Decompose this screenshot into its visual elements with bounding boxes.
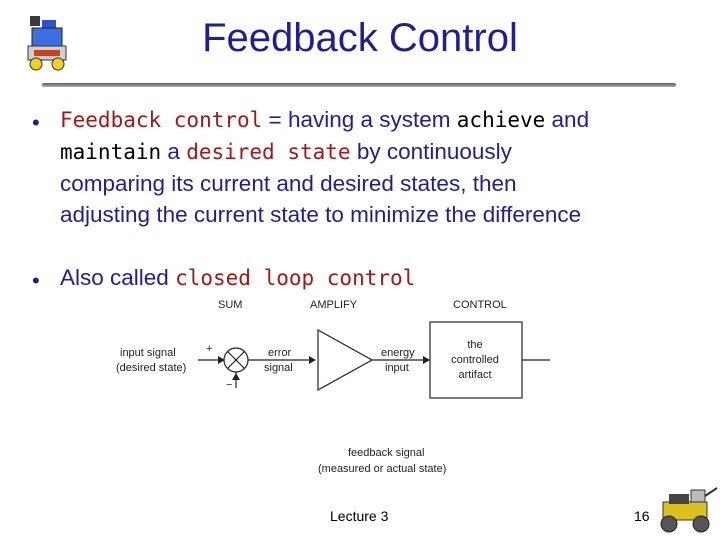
label-desired-state: (desired state): [116, 362, 186, 374]
robot-logo-top: [24, 14, 70, 79]
term-maintain: maintain: [60, 140, 162, 164]
amplifier-triangle: [317, 328, 374, 392]
label-energy-input: input: [385, 362, 409, 374]
slide-title: Feedback Control: [202, 16, 518, 60]
term-achieve: achieve: [456, 108, 546, 132]
bullet-marker: •: [32, 268, 40, 293]
label-input-signal: input signal: [120, 347, 176, 359]
term-desired-state: desired state: [186, 140, 351, 164]
label-error: error: [268, 347, 292, 359]
bullet-1-line-4: adjusting the current state to minimize …: [60, 202, 582, 227]
term-closed-loop-control: closed loop control: [175, 266, 416, 290]
label-measured-state: (measured or actual state): [318, 463, 446, 475]
robot-icon: [27, 16, 67, 71]
bullet-marker: •: [32, 110, 40, 135]
footer-page-number: 16: [634, 508, 650, 524]
label-error-signal: signal: [264, 362, 293, 374]
bullet-2-text: Also called closed loop control: [60, 265, 416, 290]
label-sum: SUM: [218, 299, 242, 311]
label-minus: −: [226, 379, 232, 391]
box-line-3: artifact: [458, 369, 491, 381]
title-divider: [42, 83, 676, 87]
box-line-2: controlled: [451, 354, 499, 366]
label-amplify: AMPLIFY: [310, 299, 358, 311]
feedback-loop-diagram: SUM AMPLIFY CONTROL input signal (desire…: [116, 299, 550, 475]
box-line-1: the: [467, 339, 482, 351]
label-control: CONTROL: [453, 299, 507, 311]
bullet-1-line-3: comparing its current and desired states…: [60, 171, 517, 196]
footer-lecture: Lecture 3: [330, 508, 389, 524]
robot-logo-bottom: [655, 484, 719, 543]
label-energy: energy: [381, 347, 415, 359]
term-feedback-control: Feedback control: [60, 108, 263, 132]
label-plus: +: [206, 343, 212, 355]
robot-crawler-icon: [660, 487, 718, 533]
bullet-1-text: Feedback control = having a system achie…: [60, 104, 700, 230]
label-feedback-signal: feedback signal: [348, 447, 424, 459]
